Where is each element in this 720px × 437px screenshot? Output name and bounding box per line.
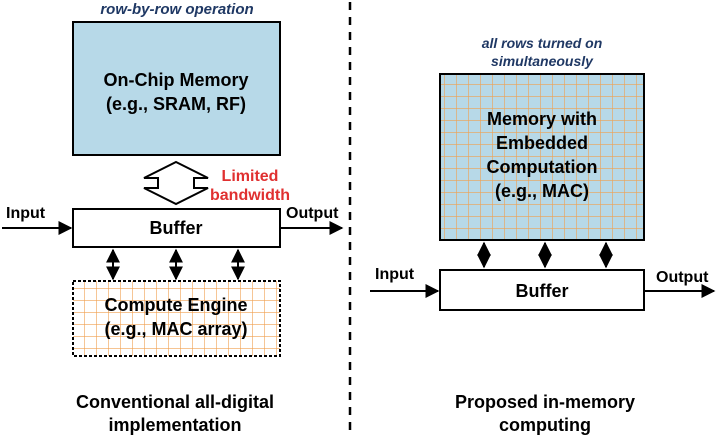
right-top-note-line1: all rows turned on [482, 35, 603, 51]
compute-line1: Compute Engine [105, 295, 248, 315]
bandwidth-double-arrow [143, 160, 209, 206]
compute-line2: (e.g., MAC array) [104, 319, 247, 339]
limited-label: Limited [222, 168, 279, 185]
left-output-label: Output [286, 205, 339, 222]
left-memory-block [72, 21, 281, 156]
right-output-label: Output [656, 269, 709, 286]
left-input-label: Input [6, 205, 46, 222]
compute-engine-block [72, 280, 281, 357]
left-caption-line2: implementation [108, 415, 241, 435]
right-top-note-line2: simultaneously [491, 53, 594, 69]
left-memory-line1: On-Chip Memory [103, 70, 248, 90]
right-memory-line3: Computation [487, 157, 598, 177]
left-top-note: row-by-row operation [100, 1, 253, 18]
left-buffer-block [72, 208, 281, 248]
right-buffer-label: Buffer [516, 281, 569, 301]
left-memory-line2: (e.g., SRAM, RF) [106, 94, 246, 114]
right-memory-block [439, 73, 645, 241]
right-caption-line1: Proposed in-memory [455, 392, 635, 412]
left-buffer-label: Buffer [150, 218, 203, 238]
right-memory-line2: Embedded [496, 133, 588, 153]
compute-grid [73, 281, 280, 356]
right-memory-line1: Memory with [487, 109, 597, 129]
right-memory-grid [440, 74, 644, 240]
right-caption-line2: computing [499, 415, 591, 435]
right-memory-line4: (e.g., MAC) [495, 181, 589, 201]
bandwidth-label: bandwidth [210, 187, 290, 204]
left-caption-line1: Conventional all-digital [76, 392, 274, 412]
right-buffer-block [439, 269, 645, 311]
right-input-label: Input [375, 266, 415, 283]
